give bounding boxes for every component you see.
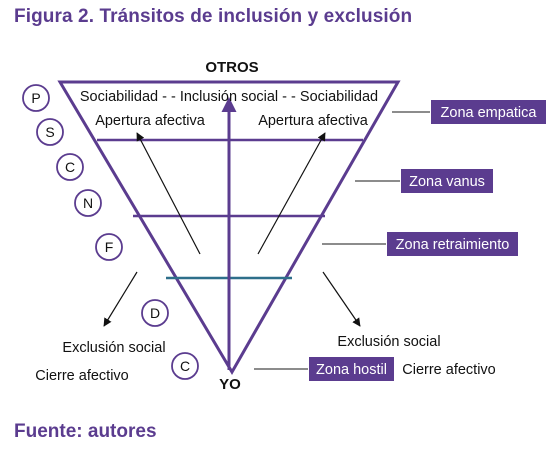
zone-hostil-label: Zona hostil — [316, 362, 387, 378]
circle-p: P — [22, 84, 50, 112]
zone-retraimiento-label: Zona retraimiento — [396, 237, 510, 253]
zone-empatica-label: Zona empatica — [441, 105, 538, 121]
label-sociability: Sociabilidad - - Inclusión social - - So… — [80, 89, 378, 105]
figure-title: Figura 2. Tránsitos de inclusión y exclu… — [14, 6, 413, 27]
label-yo: YO — [219, 376, 241, 393]
label-closure-left: Cierre afectivo — [35, 368, 128, 384]
circle-letter: C — [65, 159, 75, 175]
label-opening-left: Apertura afectiva — [95, 113, 206, 129]
zone-empatica: Zona empatica — [431, 100, 546, 124]
circle-letter: S — [45, 124, 54, 140]
zone-vanus: Zona vanus — [401, 169, 493, 193]
circle-letter: D — [150, 305, 160, 321]
label-exclusion-left: Exclusión social — [62, 340, 165, 356]
zone-vanus-label: Zona vanus — [409, 174, 485, 190]
label-opening-right: Apertura afectiva — [258, 113, 369, 129]
label-otros: OTROS — [205, 59, 258, 76]
circle-letter: F — [105, 239, 114, 255]
arrow-inner-right — [257, 132, 326, 255]
arrow-outer-left — [103, 271, 138, 327]
circle-f: F — [95, 233, 123, 261]
circle-d: D — [141, 299, 169, 327]
label-exclusion-right: Exclusión social — [337, 334, 440, 350]
circle-s: S — [36, 118, 64, 146]
arrow-outer-right — [322, 271, 361, 327]
circle-letter: P — [31, 90, 40, 106]
circle-n: N — [74, 189, 102, 217]
circle-letter: C — [180, 358, 190, 374]
figure-source: Fuente: autores — [14, 421, 157, 442]
circle-letter: N — [83, 195, 93, 211]
label-closure-right: Cierre afectivo — [402, 362, 495, 378]
zone-hostil: Zona hostil — [309, 357, 394, 381]
arrow-inner-left — [136, 132, 201, 255]
zone-retraimiento: Zona retraimiento — [387, 232, 518, 256]
inverted-triangle — [57, 80, 401, 375]
circle-c-top: C — [56, 153, 84, 181]
circle-c-bottom: C — [171, 352, 199, 380]
